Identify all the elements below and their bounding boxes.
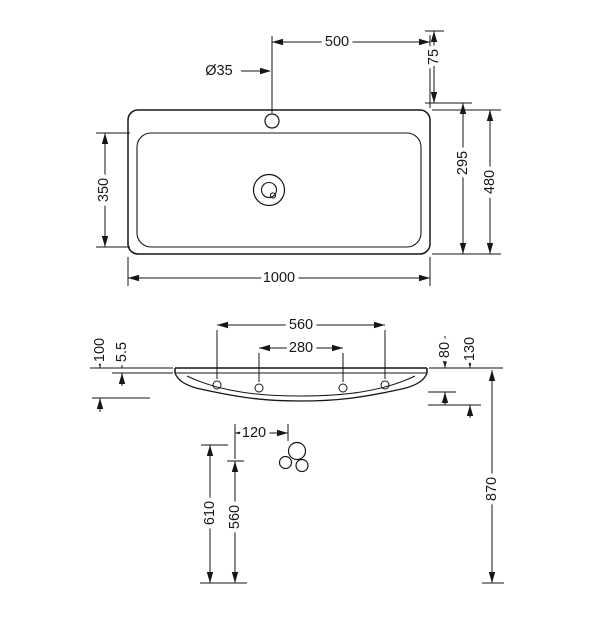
dim-560-height-label: 560 bbox=[227, 505, 243, 529]
dim-75-label: 75 bbox=[426, 49, 442, 65]
dim-560-label: 560 bbox=[289, 317, 313, 333]
dim-280-label: 280 bbox=[289, 340, 313, 356]
dim-280: 280 bbox=[258, 336, 344, 382]
basin-outline bbox=[127, 109, 431, 255]
dim-100-label: 100 bbox=[92, 338, 108, 362]
dim-120: 120 bbox=[234, 421, 289, 459]
dim-1000: 1000 bbox=[127, 257, 431, 290]
installation-view: 120 610 560 870 bbox=[198, 370, 504, 584]
drain bbox=[252, 173, 286, 207]
dim-480-label: 480 bbox=[482, 170, 498, 194]
dim-5-5: 5.5 bbox=[110, 338, 134, 386]
dim-870-label: 870 bbox=[484, 477, 500, 501]
right-extension-lines bbox=[428, 367, 503, 406]
dim-80-label: 80 bbox=[437, 342, 453, 358]
dim-1000-label: 1000 bbox=[263, 270, 295, 286]
dim-500: 500 bbox=[272, 30, 431, 108]
dim-500-label: 500 bbox=[325, 34, 349, 50]
dim-350-label: 350 bbox=[96, 178, 112, 202]
drain-outlet-holes bbox=[278, 441, 309, 473]
dim-5-5-label: 5.5 bbox=[114, 342, 130, 362]
dim-120-label: 120 bbox=[242, 425, 266, 441]
dim-870: 870 bbox=[480, 370, 504, 584]
front-view: 560 280 100 bbox=[88, 313, 503, 418]
dim-75: 75 bbox=[422, 30, 472, 104]
basin-profile bbox=[174, 367, 428, 402]
dim-tap-hole-diameter: Ø35 bbox=[201, 59, 271, 83]
left-extension-lines bbox=[90, 367, 173, 399]
dim-610-label: 610 bbox=[202, 501, 218, 525]
top-view: 500 Ø35 75 295 bbox=[92, 30, 502, 290]
dim-610: 610 bbox=[198, 444, 228, 583]
dim-480: 480 bbox=[432, 109, 502, 255]
tap-hole bbox=[264, 36, 280, 129]
dim-295: 295 bbox=[451, 103, 475, 254]
dim-350: 350 bbox=[92, 132, 130, 248]
dim-130-label: 130 bbox=[462, 337, 478, 361]
dim-100: 100 bbox=[88, 334, 112, 412]
dim-560-height: 560 bbox=[223, 460, 247, 583]
dim-80: 80 bbox=[433, 336, 457, 405]
dim-dia35-label: Ø35 bbox=[205, 63, 232, 79]
dim-295-label: 295 bbox=[455, 151, 471, 175]
